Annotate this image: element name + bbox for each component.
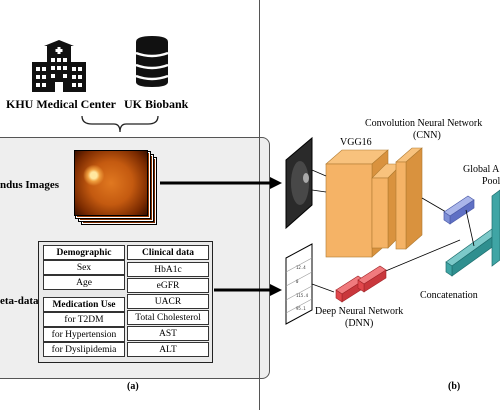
svg-text:115.4: 115.4 [296,293,309,298]
hospital-label: KHU Medical Center [6,97,116,111]
demographic-column: Demographic Sex Age Medication Use for T… [43,245,125,357]
conv-block-3 [395,161,407,250]
fundus-label: ndus Images [0,179,59,191]
panel-divider [259,0,260,410]
clinical-row: AST [127,326,209,341]
cnn-abbrev-label: (CNN) [413,130,441,141]
output-block [491,189,500,267]
conv-block-2 [371,177,389,249]
metadata-arrow [214,284,282,296]
medication-row: for Dyslipidemia [43,342,125,357]
panel-a-caption: (a) [127,381,139,392]
input-metadata-table [285,243,313,325]
hospital-icon [32,40,86,92]
vgg-label: VGG16 [340,137,372,148]
database-icon [135,36,169,87]
medication-header: Medication Use [43,297,125,312]
clinical-row: eGFR [127,278,209,293]
fundus-photo [74,150,148,216]
dnn-label: Deep Neural Network [315,306,404,317]
cnn-label: Convolution Neural Network [365,118,483,129]
svg-text:0: 0 [296,279,299,284]
conv-block-1 [325,163,373,258]
dnn-abbrev-label: (DNN) [345,318,374,329]
biobank-label: UK Biobank [124,97,189,111]
merge-brace [81,115,159,133]
gap-label-2: Pool [482,176,500,187]
svg-text:95.1: 95.1 [296,306,306,311]
clinical-row: Total Cholesterol [127,310,209,325]
clinical-row: HbA1c [127,262,209,277]
clinical-header: Clinical data [127,245,209,260]
medication-row: for Hypertension [43,327,125,342]
svg-text:12.4: 12.4 [296,265,306,270]
demographic-header: Demographic [43,245,125,260]
clinical-row: UACR [127,294,209,309]
concat-label: Concatenation [420,290,478,301]
meta-label: eta-data [0,295,39,307]
clinical-column: Clinical data HbA1c eGFR UACR Total Chol… [127,245,209,357]
image-arrow [160,177,282,189]
metadata-tables: Demographic Sex Age Medication Use for T… [38,241,213,363]
gap-label: Global A [463,164,500,175]
architecture-diagram: 12.4 0 115.4 95.1 [285,136,500,325]
panel-b-caption: (b) [448,381,461,392]
clinical-row: ALT [127,342,209,357]
fundus-image-stack [74,150,156,225]
medication-row: for T2DM [43,312,125,327]
demographic-row: Age [43,275,125,290]
demographic-row: Sex [43,260,125,275]
